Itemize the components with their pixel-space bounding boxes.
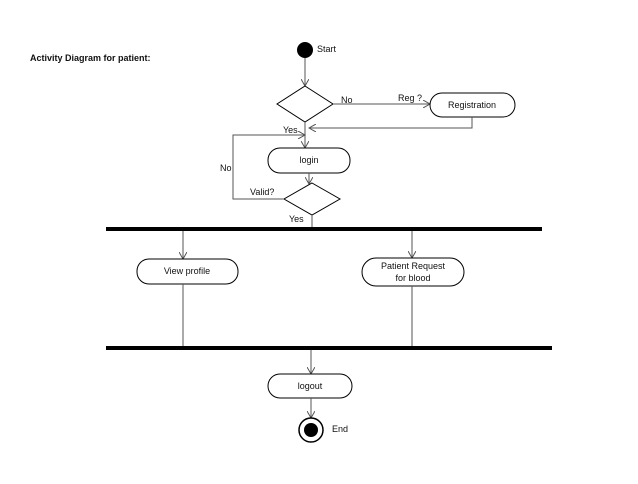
start-label: Start: [317, 44, 337, 54]
registration-label: Registration: [448, 100, 496, 110]
view-profile-label: View profile: [164, 266, 210, 276]
patient-request-activity: [361, 257, 465, 287]
edge-registration-return: [309, 117, 473, 128]
logout-activity: [267, 373, 353, 399]
reg-no-label: No: [341, 95, 353, 105]
diagram-title: Activity Diagram for patient:: [30, 53, 151, 63]
login-label: login: [299, 155, 318, 165]
patient-request-label-line2: for blood: [395, 273, 430, 283]
end-node: [304, 423, 318, 437]
view-profile-activity: [136, 258, 239, 285]
valid-no-label: No: [220, 163, 232, 173]
valid-decision: [282, 182, 342, 216]
valid-question-label: Valid?: [250, 187, 274, 197]
edge-valid-no-loop: [232, 135, 305, 200]
valid-yes-label: Yes: [289, 214, 304, 224]
start-node: [297, 42, 313, 58]
patient-request-label-line1: Patient Request: [381, 261, 446, 271]
reg-question-label: Reg ?: [398, 93, 422, 103]
end-label: End: [332, 424, 348, 434]
fork-bar: [106, 227, 542, 231]
join-bar: [106, 346, 552, 350]
reg-decision: [276, 85, 334, 123]
logout-label: logout: [298, 381, 323, 391]
reg-yes-label: Yes: [283, 125, 298, 135]
